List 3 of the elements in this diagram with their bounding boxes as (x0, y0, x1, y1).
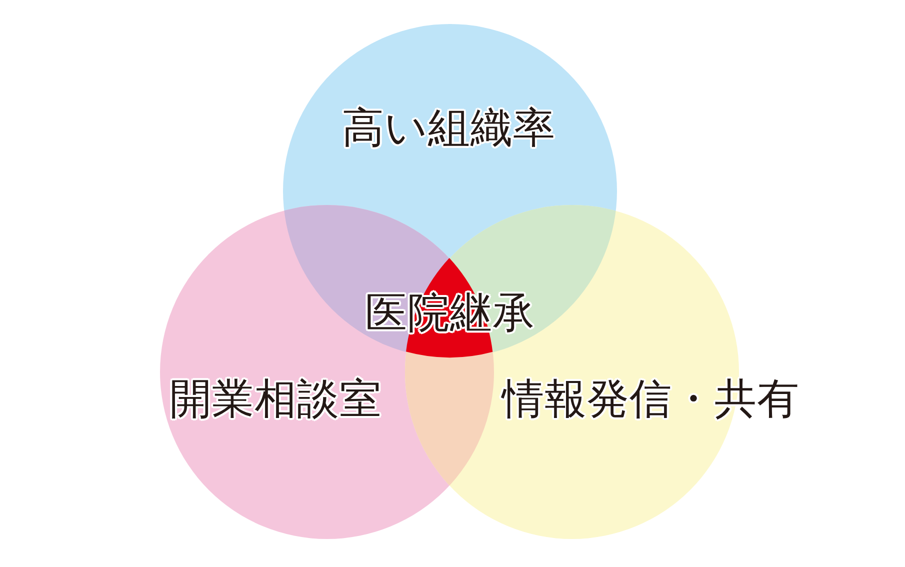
circle-label: 情報発信・共有 (502, 376, 800, 422)
circle-label: 高い組織率 (342, 105, 556, 152)
circle-label: 開業相談室 (170, 376, 382, 422)
